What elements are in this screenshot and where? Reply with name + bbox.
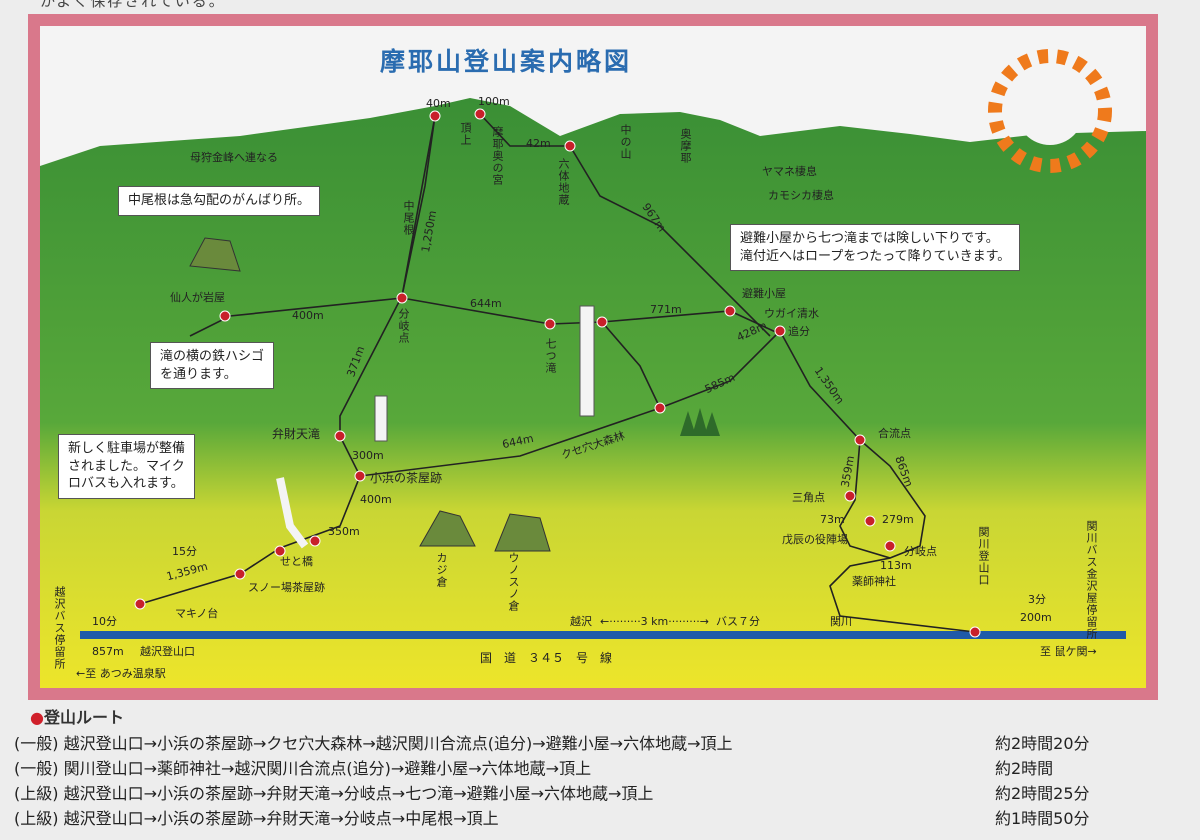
dist-279m: 279m <box>882 513 914 526</box>
label-bus-7min: バス７分 <box>716 615 760 628</box>
legend-bullet-icon: ● <box>30 708 44 727</box>
label-sekigawa-tozanguchi: 関川登山口 <box>977 526 990 586</box>
label-to-atsumi: ←至 あつみ温泉駅 <box>76 667 166 680</box>
label-unosu: ウノスノ倉 <box>507 552 520 612</box>
label-koshizawa-tozanguchi: 越沢登山口 <box>140 645 195 658</box>
dist-10min: 10分 <box>92 615 117 628</box>
label-nakaone: 中尾根 <box>402 200 415 236</box>
callout-parking-line3: ロバスも入れます。 <box>68 476 184 492</box>
callout-parking-line2: されました。マイク <box>68 458 185 474</box>
dist-40m: 40m <box>426 97 451 110</box>
dist-100m: 100m <box>478 95 510 108</box>
label-kamoshika: カモシカ棲息 <box>768 189 834 202</box>
label-benzaiten: 弁財天滝 <box>272 427 321 441</box>
route-row: (一般) 関川登山口→薬師神社→越沢関川合流点(追分)→避難小屋→六体地蔵→頂上 <box>14 759 592 778</box>
callout-hinangoya-line1: 避難小屋から七つ滝までは険しい下りです。 <box>740 231 999 246</box>
callout-ladder: 滝の横の鉄ハシゴ を通ります。 <box>150 342 275 390</box>
callout-ladder-line1: 滝の横の鉄ハシゴ <box>160 349 265 364</box>
dist-350m: 350m <box>328 525 360 538</box>
dist-300m: 300m <box>352 449 384 462</box>
label-oiwake: 追分 <box>788 325 810 338</box>
callout-nakaone: 中尾根は急勾配のがんばり所。 <box>118 186 321 216</box>
dist-771m: 771m <box>650 303 682 316</box>
label-yamane: ヤマネ棲息 <box>762 165 817 178</box>
trail-nodes <box>134 108 981 638</box>
label-bokarigane: 母狩金峰へ連なる <box>190 151 278 164</box>
route-time: 約2時間20分 <box>995 734 1090 753</box>
label-bunkiten2: 分岐点 <box>904 545 937 558</box>
map-title: 摩耶山登山案内略図 <box>380 47 633 76</box>
sun-icon <box>988 49 1112 173</box>
trail-map: 摩耶山登山案内略図 中尾根は急勾配のがんばり所。 避難小屋から七つ滝までは険しい… <box>40 26 1146 688</box>
tree-icons <box>680 408 720 436</box>
callout-parking: 新しく駐車場が整備 されました。マイク ロバスも入れます。 <box>58 434 196 499</box>
label-kohama: 小浜の茶屋跡 <box>370 471 443 485</box>
callout-ladder-line2: を通ります。 <box>160 366 237 382</box>
route-row: (一般) 越沢登山口→小浜の茶屋跡→クセ穴大森林→越沢関川合流点(追分)→避難小… <box>14 734 733 753</box>
route-row: (上級) 越沢登山口→小浜の茶屋跡→弁財天滝→分岐点→中尾根→頂上 <box>14 809 499 828</box>
label-setobashi: せと橋 <box>280 555 313 568</box>
label-koshizawa-bus: 越沢バス停留所 <box>53 586 66 670</box>
dist-400m-low: 400m <box>360 493 392 506</box>
label-bunkiten: 分岐点 <box>397 308 410 344</box>
label-rokutaijizo: 六体地蔵 <box>557 158 570 206</box>
national-road <box>80 631 1126 639</box>
callout-hinangoya: 避難小屋から七つ滝までは険しい下りです。 滝付近へはロープをつたって降りていきま… <box>730 224 1021 272</box>
legend-heading: ●登山ルート <box>30 704 1180 728</box>
label-boshin: 戊辰の役陣場 <box>782 533 848 546</box>
label-kokudo: 国 道 ３４５ 号 線 <box>480 651 613 665</box>
callout-hinangoya-line2: 滝付近へはロープをつたって降りていきます。 <box>740 248 1011 264</box>
callout-parking-line1: 新しく駐車場が整備 <box>68 441 186 456</box>
label-to-nezugaseki: 至 鼠ケ関→ <box>1040 645 1097 658</box>
label-koshizawa: 越沢 <box>570 615 592 628</box>
label-nakanoyama: 中の山 <box>619 124 632 160</box>
route-legend: ●登山ルート <box>30 704 1180 728</box>
dist-113m: 113m <box>880 559 912 572</box>
dist-644m-top: 644m <box>470 297 502 310</box>
label-suno: スノー場茶屋跡 <box>248 581 325 594</box>
dist-3min: 3分 <box>1028 593 1046 606</box>
label-distance-3km: ←·········3 km·········→ <box>600 615 709 628</box>
label-sankakuten: 三角点 <box>792 491 825 504</box>
label-mayaokunomiya: 摩耶奥の宮 <box>491 126 504 186</box>
label-senninga: 仙人が岩屋 <box>170 291 225 304</box>
route-row: (上級) 越沢登山口→小浜の茶屋跡→弁財天滝→分岐点→七つ滝→避難小屋→六体地蔵… <box>14 784 654 803</box>
route-time: 約2時間25分 <box>995 784 1090 803</box>
route-time: 約2時間 <box>995 759 1054 778</box>
top-text-fragment: かよく保存されている。 <box>40 0 226 10</box>
label-hinangoya: 避難小屋 <box>742 287 786 300</box>
label-kajikura: カジ倉 <box>435 552 448 588</box>
waterfall-icons <box>276 305 595 549</box>
label-sekigawa: 関川 <box>830 615 852 628</box>
label-nanatsutaki: 七つ滝 <box>544 338 557 374</box>
label-sekigawa-bus: 関川バス金沢屋停留所 <box>1085 520 1098 640</box>
dist-400m: 400m <box>292 309 324 322</box>
route-time: 約1時間50分 <box>995 809 1090 828</box>
label-makino: マキノ台 <box>175 607 219 620</box>
dist-15min: 15分 <box>172 545 197 558</box>
label-gouryuten: 合流点 <box>878 427 911 440</box>
legend-heading-text: 登山ルート <box>43 708 124 727</box>
callout-nakaone-text: 中尾根は急勾配のがんばり所。 <box>128 193 311 208</box>
dist-200m: 200m <box>1020 611 1052 624</box>
label-ugaishimizu: ウガイ清水 <box>764 307 819 320</box>
dist-42m: 42m <box>526 137 551 150</box>
dist-73m: 73m <box>820 513 845 526</box>
label-yakushi: 薬師神社 <box>852 575 896 588</box>
rock-icons <box>189 237 551 552</box>
label-okumaya: 奥摩耶 <box>679 128 692 164</box>
dist-857m: 857m <box>92 645 124 658</box>
label-chojo: 頂上 <box>459 122 472 146</box>
